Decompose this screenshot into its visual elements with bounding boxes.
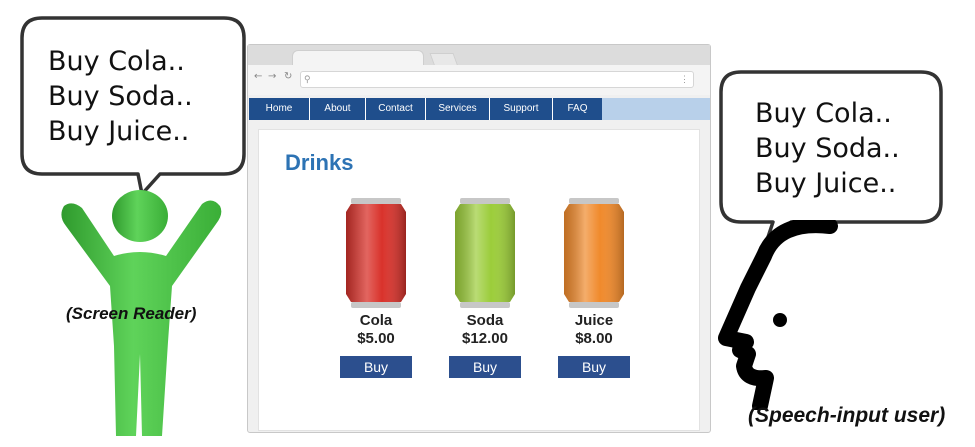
- bubble-line: Buy Juice..: [48, 116, 190, 147]
- buy-soda-button[interactable]: Buy: [449, 356, 521, 378]
- nav-support[interactable]: Support: [490, 98, 553, 120]
- product-card-cola: Cola $5.00 Buy: [331, 198, 421, 378]
- buy-cola-button[interactable]: Buy: [340, 356, 412, 378]
- forward-arrow-icon[interactable]: →: [268, 71, 277, 82]
- nav-contact[interactable]: Contact: [366, 98, 426, 120]
- juice-can-icon: [563, 198, 625, 308]
- product-name: Soda: [466, 312, 504, 329]
- tab-strip: [248, 45, 710, 67]
- buy-juice-button[interactable]: Buy: [558, 356, 630, 378]
- right-speech-bubble: Buy Cola.. Buy Soda.. Buy Juice..: [719, 70, 945, 252]
- nav-home[interactable]: Home: [249, 98, 310, 120]
- product-name: Juice: [574, 312, 614, 329]
- product-card-soda: Soda $12.00 Buy: [440, 198, 530, 378]
- nav-services[interactable]: Services: [426, 98, 490, 120]
- right-bubble-text: Buy Cola.. Buy Soda.. Buy Juice..: [755, 96, 900, 201]
- page-content: Drinks: [258, 129, 700, 431]
- product-price: $5.00: [357, 330, 395, 347]
- bubble-line: Buy Cola..: [48, 46, 185, 77]
- back-arrow-icon[interactable]: ←: [254, 71, 263, 82]
- product-price: $8.00: [575, 330, 613, 347]
- bubble-line: Buy Juice..: [755, 168, 897, 199]
- person-figure-icon: (Screen Reader): [52, 186, 242, 442]
- browser-window: ← → ↻ ⚲ ⋮ Home About Contact Services Su…: [247, 44, 711, 433]
- reload-icon[interactable]: ↻: [284, 71, 293, 82]
- navbar-filler: [602, 98, 710, 120]
- search-icon: ⚲: [304, 74, 311, 84]
- browser-tab[interactable]: [292, 50, 424, 66]
- nav-faq[interactable]: FAQ: [567, 103, 588, 114]
- address-bar[interactable]: ⚲ ⋮: [300, 71, 694, 88]
- product-name: Cola: [359, 312, 393, 329]
- bubble-line: Buy Soda..: [755, 133, 900, 164]
- left-bubble-text: Buy Cola.. Buy Soda.. Buy Juice..: [48, 44, 193, 149]
- bubble-line: Buy Soda..: [48, 81, 193, 112]
- browser-toolbar: ← → ↻ ⚲ ⋮: [248, 65, 710, 95]
- head-profile-icon: [718, 217, 838, 414]
- screen-reader-caption: (Screen Reader): [66, 304, 197, 323]
- site-navbar: Home About Contact Services Support FAQ: [249, 98, 602, 120]
- page-title: Drinks: [285, 150, 354, 175]
- menu-icon[interactable]: ⋮: [680, 74, 689, 84]
- cola-can-icon: [345, 198, 407, 308]
- nav-about[interactable]: About: [310, 98, 366, 120]
- left-speech-bubble: Buy Cola.. Buy Soda.. Buy Juice..: [20, 16, 246, 198]
- product-price: $12.00: [462, 330, 508, 347]
- soda-can-icon: [454, 198, 516, 308]
- speech-input-caption: (Speech-input user): [748, 404, 946, 427]
- bubble-line: Buy Cola..: [755, 98, 892, 129]
- product-card-juice: Juice $8.00 Buy: [549, 198, 639, 378]
- speech-bubble-shape: [20, 16, 246, 196]
